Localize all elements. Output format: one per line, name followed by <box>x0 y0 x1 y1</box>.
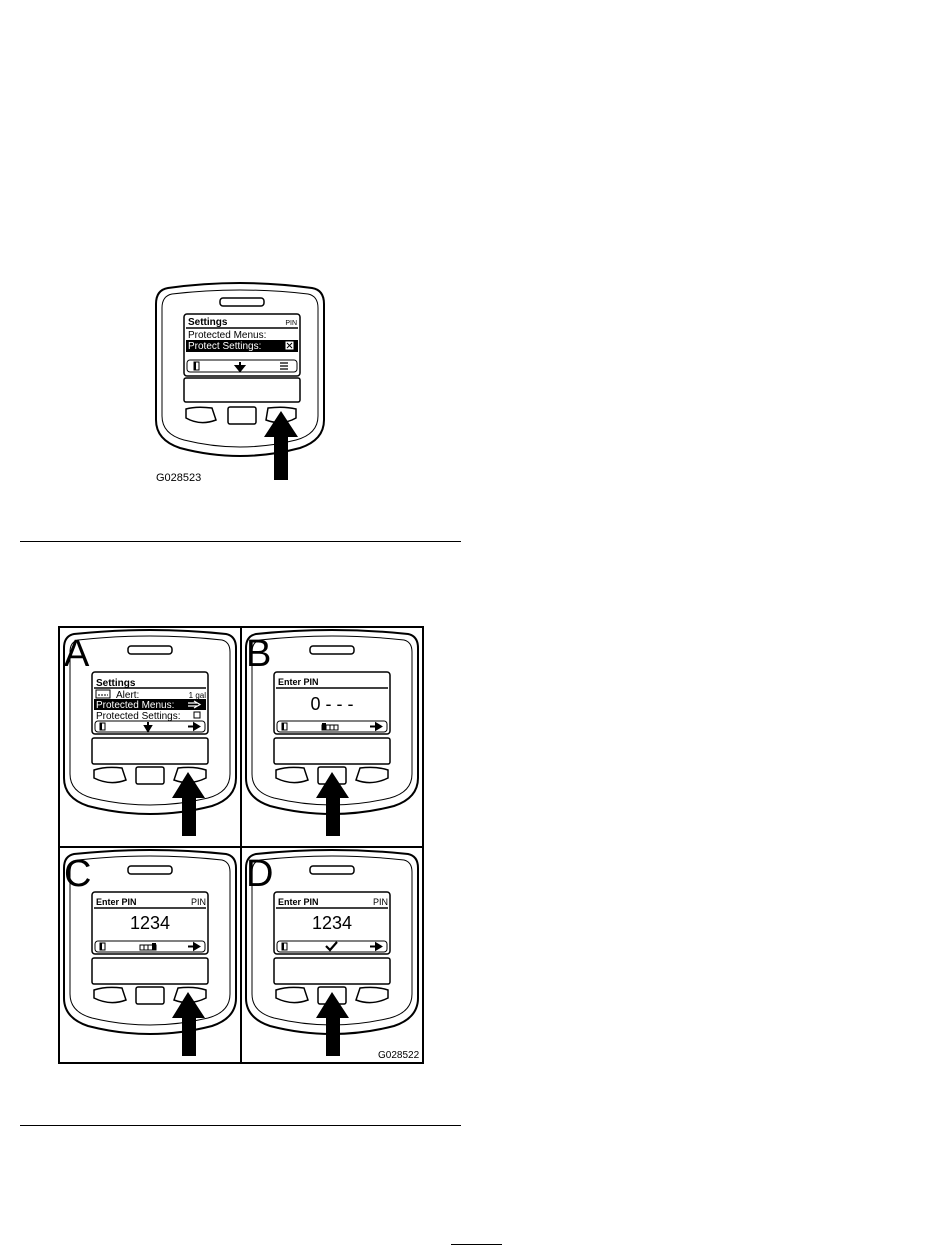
panel-c-letter: C <box>64 853 91 895</box>
panel-c: C Enter PIN PIN 1234 <box>64 850 236 1056</box>
screen-row-1: Protected Menus: <box>188 330 266 341</box>
panel-b-pin: 0 - - - <box>311 694 354 714</box>
door-icon <box>100 943 105 950</box>
panel-c-header-right: PIN <box>191 897 206 907</box>
screen-title: Settings <box>188 317 228 328</box>
panel-a-row-3: Protected Settings: <box>96 711 181 722</box>
panel-c-title: Enter PIN <box>96 897 137 907</box>
panel-d-header-right: PIN <box>373 897 388 907</box>
screen-header-right: PIN <box>285 320 297 327</box>
door-icon <box>282 943 287 950</box>
center-button[interactable] <box>228 407 256 424</box>
panel-d: D Enter PIN PIN 1234 <box>246 850 418 1056</box>
panel-d-title: Enter PIN <box>278 897 319 907</box>
figure-id-top: G028523 <box>156 472 201 484</box>
door-icon <box>282 723 287 730</box>
bottom-figure: A Settings Alert: 1 gal Protected Menus:… <box>58 626 426 1066</box>
device-light-bar <box>220 298 264 306</box>
panel-a: A Settings Alert: 1 gal Protected Menus:… <box>64 630 236 836</box>
panel-b: B Enter PIN 0 - - - <box>246 630 418 836</box>
alert-icon <box>96 690 110 698</box>
panel-d-letter: D <box>246 853 273 895</box>
panel-c-pin: 1234 <box>130 913 170 933</box>
checkbox-icon <box>194 712 200 718</box>
door-icon <box>194 362 199 370</box>
screen-row-2: Protect Settings: <box>188 341 261 352</box>
panel-a-row-2: Protected Menus: <box>96 700 174 711</box>
panel-a-row-1-value: 1 gal <box>189 691 207 700</box>
panel-a-letter: A <box>64 633 90 675</box>
page-number-rule <box>451 1244 502 1245</box>
door-icon <box>100 723 105 730</box>
figure-id-bottom: G028522 <box>378 1050 419 1061</box>
panel-b-letter: B <box>246 633 271 675</box>
device-lower-panel <box>184 378 300 402</box>
divider-1 <box>20 541 461 542</box>
panel-d-pin: 1234 <box>312 913 352 933</box>
panel-b-title: Enter PIN <box>278 677 319 687</box>
top-figure: Settings PIN Protected Menus: Protect Se… <box>140 280 340 485</box>
left-button[interactable] <box>186 407 216 422</box>
divider-2 <box>20 1125 461 1126</box>
